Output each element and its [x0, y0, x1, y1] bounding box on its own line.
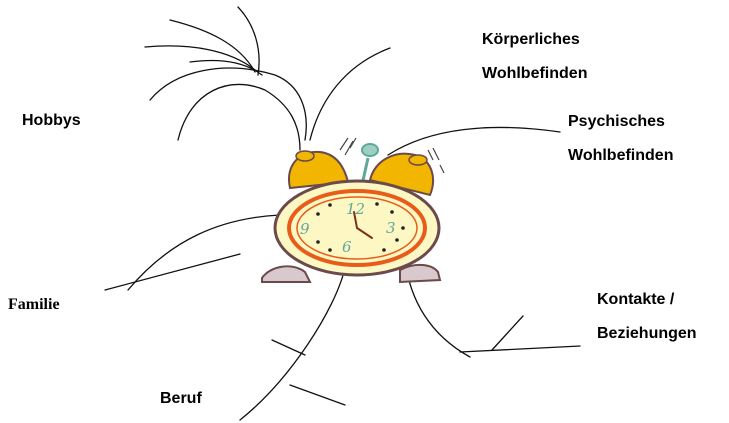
label-koerperliches-line2: Wohlbefinden [482, 58, 587, 90]
right-foot [400, 265, 440, 282]
label-familie: Familie [8, 289, 60, 321]
dial-number-9: 9 [300, 220, 310, 238]
dial-number-3: 3 [386, 219, 396, 237]
koerper-branch-line [310, 48, 390, 140]
label-beruf: Beruf [160, 383, 202, 415]
label-kontakte-line1: Kontakte / [597, 284, 674, 316]
beruf-branch-lines [240, 268, 345, 420]
familie-branch-lines [105, 215, 280, 290]
left-foot [262, 266, 310, 282]
clock-hammer-head [362, 144, 378, 156]
label-koerperliches-line1: Körperliches [482, 24, 580, 56]
psych-branch-line [388, 127, 560, 155]
label-psychisches-line2: Wohlbefinden [568, 140, 673, 172]
label-psychisches-line1: Psychisches [568, 106, 665, 138]
alarm-clock-illustration: 12 3 6 9 [262, 138, 444, 282]
label-kontakte-line2: Beziehungen [597, 318, 697, 350]
label-hobbys: Hobbys [22, 105, 81, 137]
hobbys-branch-lines [145, 7, 306, 150]
dial-number-6: 6 [342, 238, 352, 256]
